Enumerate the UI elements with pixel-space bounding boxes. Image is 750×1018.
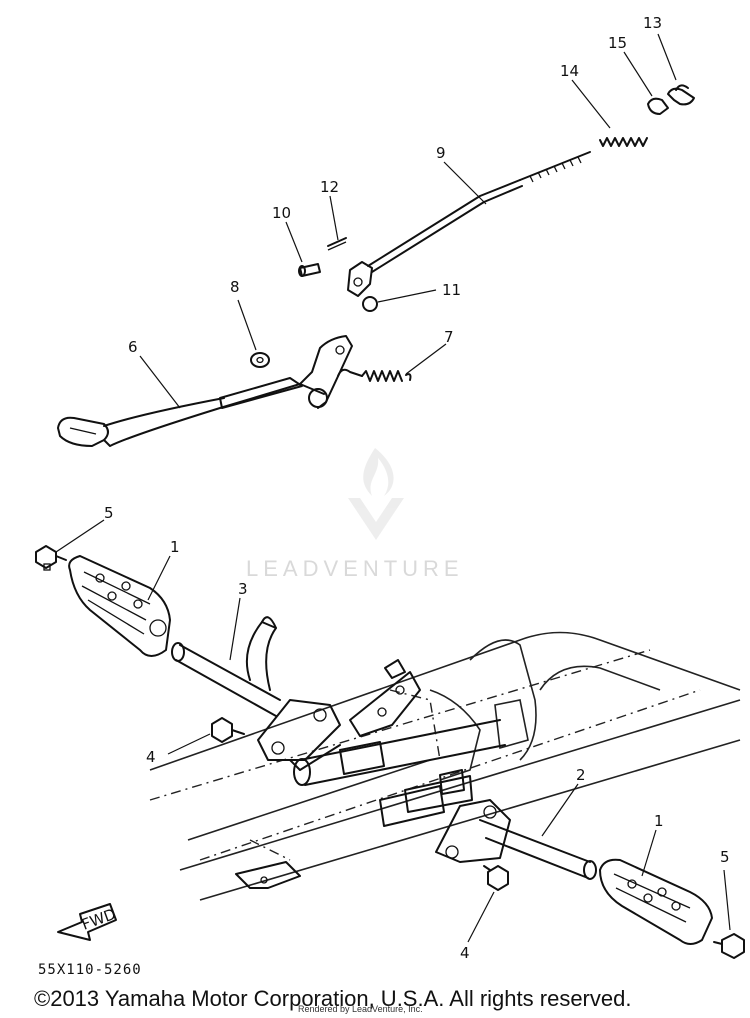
frame-tab bbox=[235, 861, 301, 889]
callout-6: 6 bbox=[128, 338, 138, 356]
callout-7: 7 bbox=[444, 328, 454, 346]
part-13-adjusting-nut bbox=[667, 84, 695, 106]
callout-13: 13 bbox=[643, 14, 662, 32]
callout-5-left: 5 bbox=[104, 504, 114, 522]
part-10-pin bbox=[298, 263, 321, 277]
callout-12: 12 bbox=[320, 178, 339, 196]
part-4-bolt-left bbox=[211, 717, 245, 743]
part-14-spring bbox=[599, 137, 648, 147]
callout-3: 3 bbox=[238, 580, 248, 598]
leader-lines bbox=[55, 33, 731, 943]
copyright-notice: ©2013 Yamaha Motor Corporation, U.S.A. A… bbox=[34, 986, 632, 1011]
part-7-return-spring bbox=[337, 368, 412, 382]
fwd-label: FWD bbox=[79, 905, 118, 934]
frame-centerlines bbox=[149, 649, 701, 861]
leadventure-logo-icon bbox=[348, 448, 404, 540]
frame-outline bbox=[149, 631, 741, 901]
callout-5-right: 5 bbox=[720, 848, 730, 866]
part-1-footrest-left bbox=[68, 555, 171, 657]
callout-1-right: 1 bbox=[654, 812, 664, 830]
callout-9: 9 bbox=[436, 144, 446, 162]
part-6-brake-pedal bbox=[57, 335, 353, 447]
render-credit: Rendered by LeadVenture, Inc. bbox=[298, 1004, 423, 1014]
part-3-footrest-bracket-left bbox=[171, 616, 341, 771]
callout-8: 8 bbox=[230, 278, 240, 296]
part-8-washer bbox=[250, 352, 270, 368]
callout-11: 11 bbox=[442, 281, 461, 299]
part-9-brake-rod bbox=[347, 151, 591, 297]
frame-bracket-left bbox=[349, 659, 421, 737]
cross-tube bbox=[293, 719, 506, 827]
part-2-footrest-bracket-right bbox=[435, 799, 597, 880]
callout-15: 15 bbox=[608, 34, 627, 52]
part-5-bolt-right bbox=[713, 933, 745, 959]
callout-4-right: 4 bbox=[460, 944, 470, 962]
callout-4-left: 4 bbox=[146, 748, 156, 766]
callout-labels: 13 15 14 9 12 10 11 8 7 6 5 1 3 4 2 1 5 … bbox=[104, 14, 730, 962]
part-12-cotter-pin bbox=[327, 237, 347, 251]
part-4-bolt-right bbox=[483, 865, 509, 891]
callout-14: 14 bbox=[560, 62, 579, 80]
drawing-code: 55X110-5260 bbox=[38, 962, 142, 978]
callout-2: 2 bbox=[576, 766, 586, 784]
callout-10: 10 bbox=[272, 204, 291, 222]
watermark-text: LEADVENTURE bbox=[246, 556, 464, 581]
fwd-arrow-icon: FWD bbox=[57, 903, 118, 941]
part-11-clip bbox=[362, 296, 378, 312]
part-1-footrest-right bbox=[599, 858, 713, 945]
part-15-joint bbox=[647, 97, 669, 115]
callout-1-left: 1 bbox=[170, 538, 180, 556]
part-5-bolt-left bbox=[35, 545, 67, 571]
